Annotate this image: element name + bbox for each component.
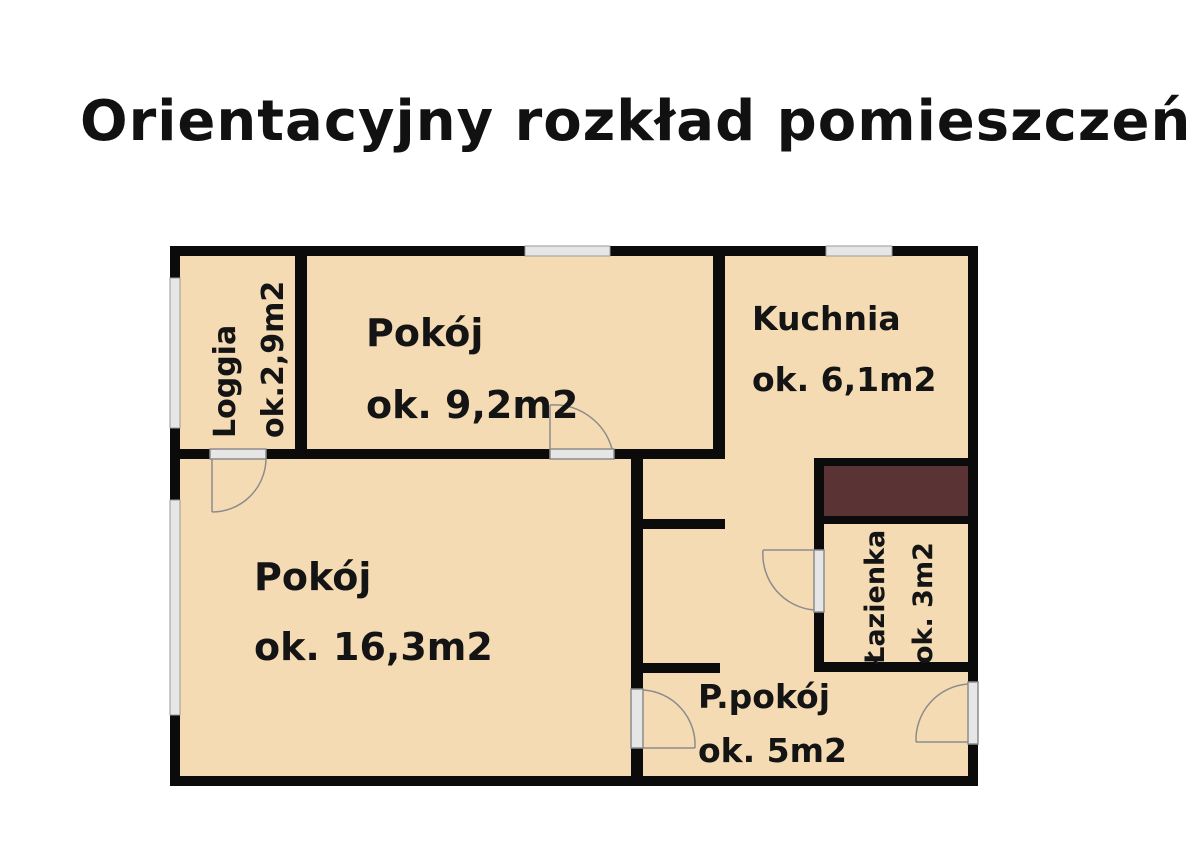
bathroom-name: Łazienka (860, 530, 891, 666)
small-room-name: Pokój (366, 311, 483, 355)
small-room-area: ok. 9,2m2 (366, 383, 578, 427)
doors (209, 404, 979, 749)
loggia-area: ok.2,9m2 (256, 281, 291, 438)
large-room-name: Pokój (254, 555, 371, 599)
hallway-name: P.pokój (698, 677, 830, 716)
bathroom-area: ok. 3m2 (908, 542, 939, 664)
window-top-small-room (524, 245, 611, 257)
window-loggia (169, 277, 181, 429)
wardrobe (818, 462, 974, 520)
room-labels: Loggia ok.2,9m2 Pokój ok. 9,2m2 Kuchnia … (208, 281, 939, 770)
inner-walls (170, 246, 974, 786)
window-large-room (169, 499, 181, 716)
window-top-kitchen (825, 245, 893, 257)
kitchen-name: Kuchnia (752, 299, 901, 338)
loggia-name: Loggia (208, 325, 243, 438)
page-title: Orientacyjny rozkład pomieszczeń (80, 89, 1192, 154)
hallway-area: ok. 5m2 (698, 731, 847, 770)
windows (169, 245, 893, 716)
kitchen-area: ok. 6,1m2 (752, 360, 936, 399)
large-room-area: ok. 16,3m2 (254, 625, 493, 669)
